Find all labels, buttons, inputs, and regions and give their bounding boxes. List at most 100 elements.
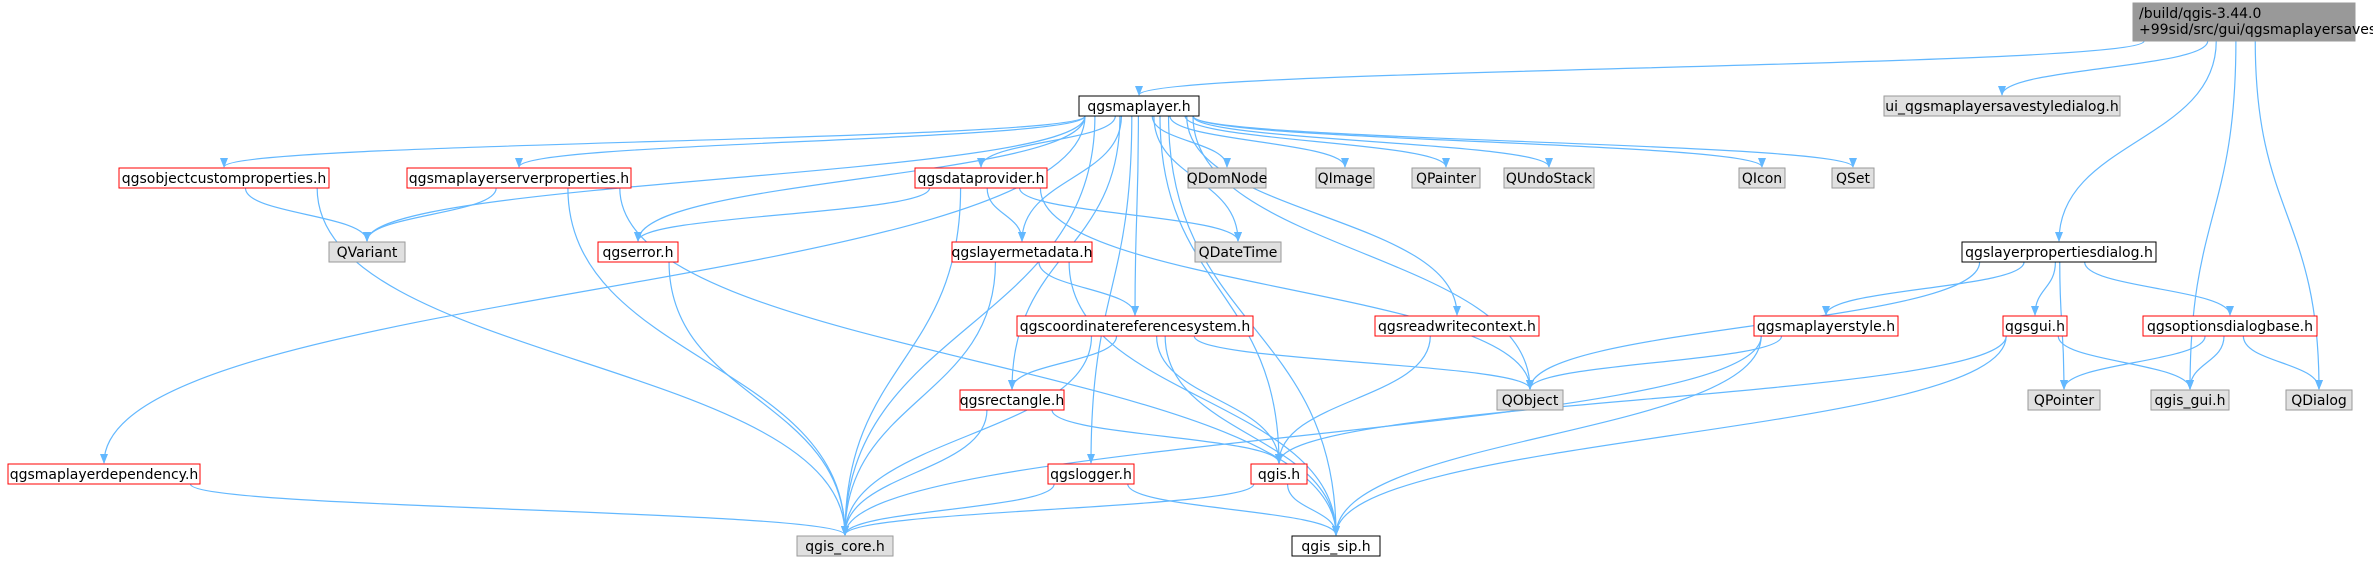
node-qgscrs[interactable]: qgscoordinatereferencesystem.h [1016,315,1254,337]
node-qicon[interactable]: QIcon [1738,167,1786,189]
node-box [1961,241,2157,263]
edge-qgsgui-to-qgis_gui [2057,335,2194,390]
node-qpainter[interactable]: QPainter [1411,167,1481,189]
node-qgslogger[interactable]: qgslogger.h [1047,463,1135,485]
edge-qgslogger-to-qgis_core [841,483,1055,536]
edge-qgscrs-to-qgis [1156,335,1283,464]
node-label: qgscoordinatereferencesystem.h [1020,319,1251,335]
node-label: qgsmaplayerserverproperties.h [409,171,629,187]
node-qundostack[interactable]: QUndoStack [1503,167,1595,189]
edge-qgslayermetadata-to-qgscrs [1038,261,1139,316]
edge-qgsmaplayer-to-qvariant [363,115,1086,242]
node-box [2285,389,2353,411]
node-label: qgsrectangle.h [960,393,1064,409]
node-label: /build/qgis-3.44.0 [2139,6,2261,22]
node-qvariant[interactable]: QVariant [328,241,406,263]
nodes-layer: /build/qgis-3.44.0+99sid/src/gui/qgsmapl… [7,2,2373,557]
edge-qgsrectangle-to-qgis [1051,409,1283,464]
node-qgsoptionsdialogbase[interactable]: qgsoptionsdialogbase.h [2142,315,2318,337]
edge-qgsmaplayer-to-qgsreadwritecontext [1186,115,1461,316]
node-qgslayermetadata[interactable]: qgslayermetadata.h [951,241,1093,263]
node-label: qgserror.h [603,245,674,261]
node-box [1078,95,1200,117]
node-label: QImage [1318,171,1373,187]
node-box [951,241,1093,263]
edge-qgsmaplayerstyle-to-qobject [1526,335,1783,390]
edge-qgslayermetadata-to-qgis_core [841,261,997,536]
edge-qgsmaplayerstyle-to-qgis_sip [1332,335,1762,536]
edge-qgsobjectcustomproperties-to-qvariant [244,187,371,242]
edge-root-to-qgsmaplayer [1135,40,2145,96]
edge-qgslayermetadata-to-qgis_sip [1068,261,1340,536]
node-qimage[interactable]: QImage [1315,167,1375,189]
node-qgsmaplayerserverproperties[interactable]: qgsmaplayerserverproperties.h [406,167,632,189]
node-label: qgsoptionsdialogbase.h [2147,319,2313,335]
edge-qgsmaplayer-to-qimage [1169,115,1349,168]
node-box [1315,167,1375,189]
edge-qgsmaplayerserverproperties-to-qgis_sip [619,187,1340,536]
node-label: qgsgui.h [2005,319,2065,335]
node-box [328,241,406,263]
node-label: QIcon [1742,171,1782,187]
node-box [2132,2,2356,42]
edge-qgsmaplayerdependency-to-qgis_core [189,483,849,536]
node-qgslayerpropertiesdialog[interactable]: qgslayerpropertiesdialog.h [1961,241,2157,263]
node-qgsmaplayerdependency[interactable]: qgsmaplayerdependency.h [7,463,201,485]
edge-qgsmaplayer-to-qdomnode [1151,115,1231,168]
node-qgsreadwritecontext[interactable]: qgsreadwritecontext.h [1374,315,1540,337]
node-qdomnode[interactable]: QDomNode [1187,167,1268,189]
edge-qgslayerpropertiesdialog-to-qgsmaplayerstyle [1822,261,2025,316]
edge-qgsreadwritecontext-to-qgis [1275,335,1431,464]
node-qdialog[interactable]: QDialog [2285,389,2353,411]
edge-qgserror-to-qgis_core [668,261,849,536]
edge-qgsdataprovider-to-qgslayermetadata [986,187,1026,242]
node-box [914,167,1048,189]
edge-qgsmaplayer-to-qgis [1159,115,1283,464]
node-qgis[interactable]: qgis.h [1250,463,1308,485]
node-qgsmaplayerstyle[interactable]: qgsmaplayerstyle.h [1753,315,1899,337]
node-qgsdataprovider[interactable]: qgsdataprovider.h [914,167,1048,189]
node-box [1411,167,1481,189]
node-ui_dialog[interactable]: ui_qgsmaplayersavestyledialog.h [1883,95,2121,117]
edge-qgsmaplayer-to-qset [1192,115,1857,168]
node-label: qgsmaplayerstyle.h [1757,319,1895,335]
edge-qgscrs-to-qgis_core [841,335,1093,536]
node-qdatetime[interactable]: QDateTime [1194,241,1282,263]
edge-qgsmaplayer-to-qpainter [1184,115,1450,168]
node-box [1291,535,1381,557]
node-qgsgui[interactable]: qgsgui.h [2002,315,2068,337]
node-label: qgslayerpropertiesdialog.h [1965,245,2153,261]
edge-qgsobjectcustomproperties-to-qgis_core [316,187,849,536]
node-qset[interactable]: QSet [1831,167,1875,189]
node-qgis_core[interactable]: qgis_core.h [796,535,894,557]
edge-qgsmaplayer-to-qgslayermetadata [1018,115,1123,242]
node-label: qgis.h [1258,467,1300,483]
node-box [7,463,201,485]
node-label: qgslogger.h [1050,467,1132,483]
node-qobject[interactable]: QObject [1496,389,1564,411]
edge-qgscrs-to-qobject [1193,335,1534,390]
edge-qgsmaplayerstyle-to-qgis_core [841,335,1762,536]
node-qgsrectangle[interactable]: qgsrectangle.h [959,389,1065,411]
node-label: QDateTime [1199,245,1278,261]
node-qgserror[interactable]: qgserror.h [597,241,679,263]
node-box [1194,241,1282,263]
node-qgis_sip[interactable]: qgis_sip.h [1291,535,1381,557]
edge-qgsmaplayer-to-qundostack [1192,115,1553,168]
node-label: QUndoStack [1506,171,1593,187]
node-label: ui_qgsmaplayersavestyledialog.h [1885,99,2118,115]
edge-qgsmaplayer-to-qgsmaplayerserverproperties [515,115,1086,168]
node-root[interactable]: /build/qgis-3.44.0+99sid/src/gui/qgsmapl… [2132,2,2373,42]
node-label: qgslayermetadata.h [951,245,1092,261]
edge-qgsmaplayerserverproperties-to-qvariant [363,187,497,242]
node-qpointer[interactable]: QPointer [2027,389,2101,411]
node-label: QObject [1502,393,1559,409]
edge-qgsoptionsdialogbase-to-qdialog [2242,335,2323,390]
node-qgsmaplayer[interactable]: qgsmaplayer.h [1078,95,1200,117]
edge-qgslayerpropertiesdialog-to-qgsgui [2031,261,2056,316]
node-box [1503,167,1595,189]
node-qgis_gui[interactable]: qgis_gui.h [2150,389,2230,411]
edge-qgslayerpropertiesdialog-to-qgsoptionsdialogbase [2084,261,2234,316]
edge-qgscrs-to-qgis_sip [1164,335,1340,536]
node-qgsobjectcustomproperties[interactable]: qgsobjectcustomproperties.h [118,167,330,189]
